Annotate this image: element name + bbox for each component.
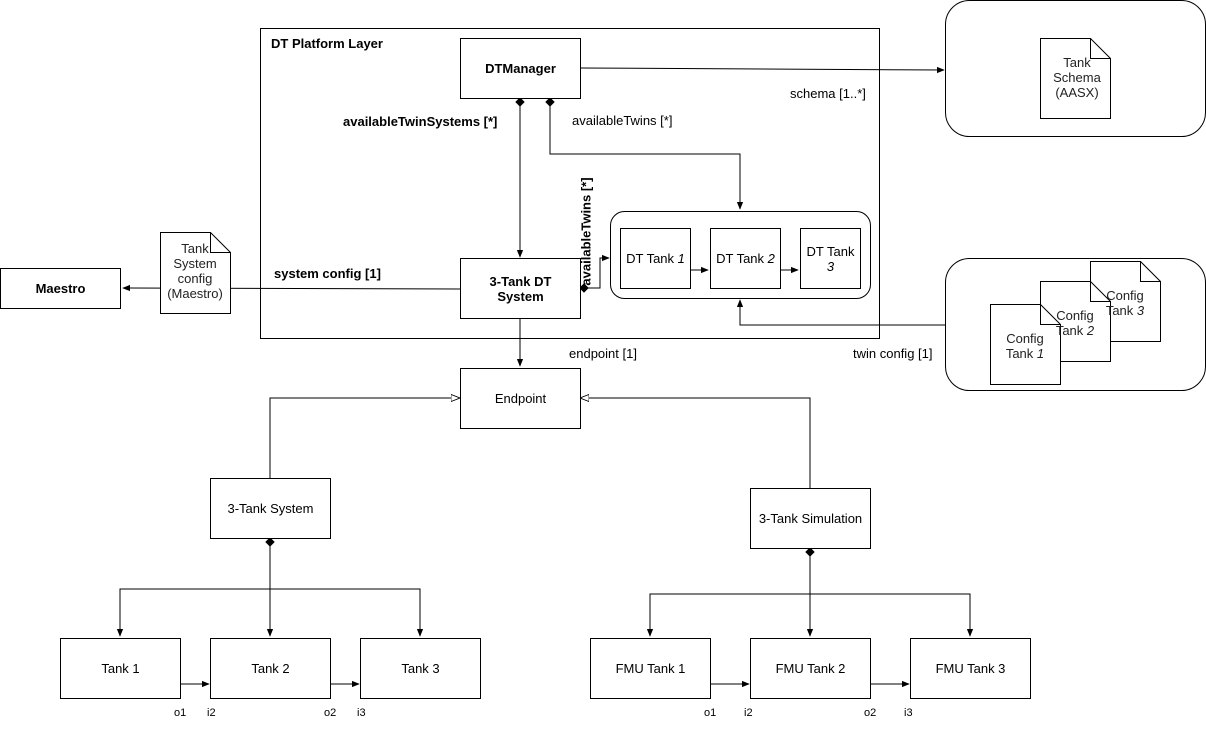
config3-document-fold [1140,261,1161,282]
port-o2-right: o2 [864,707,877,719]
tank-1-label: Tank 1 [101,661,140,676]
dt-tank-1-number: 1 [677,251,685,266]
fmu-tank-3-box[interactable]: FMU Tank 3 [910,638,1031,699]
system-config-document-fold [210,232,231,253]
dtmanager-label: DTManager [485,61,556,76]
fmu-tank-2-label: FMU Tank 2 [775,661,846,676]
diamond-twins [545,97,555,107]
config1-doc-text: Config Tank 1 [992,331,1058,361]
port-o1-right: o1 [704,707,717,719]
tank-1-box[interactable]: Tank 1 [60,638,181,699]
dt-tank-1-box[interactable]: DT Tank 1 [620,228,691,289]
available-twins-edge [549,102,744,210]
tank-simulation-box[interactable]: 3-Tank Simulation [750,488,871,549]
fmu-tank-1-box[interactable]: FMU Tank 1 [590,638,711,699]
available-twin-systems-label: availableTwinSystems [*] [343,114,498,129]
config2-document-fold [1090,281,1111,302]
dtmanager-box[interactable]: DTManager [460,38,581,99]
dt-system-label: 3-Tank DT System [489,273,552,304]
twin-config-label: twin config [1] [853,346,933,361]
config1-number: 1 [1036,346,1045,361]
config2-number: 2 [1086,323,1095,338]
diamond-dt-system [579,283,589,293]
config2-doc-text: Config Tank 2 [1042,308,1108,338]
port-i3-right: i3 [904,707,913,719]
dt-tank-2-number: 2 [767,251,775,266]
config3-label: Config Tank [1105,288,1144,318]
port-o2-left: o2 [324,707,337,719]
fmu-tank-1-label: FMU Tank 1 [615,661,686,676]
platform-frame [260,28,880,339]
maestro-box[interactable]: Maestro [0,268,121,309]
schema-edge [579,66,945,74]
dt-tank-2-label: DT Tank [716,251,765,266]
system-branch [119,588,421,636]
tank-system-box[interactable]: 3-Tank System [210,478,331,539]
schema-doc-text: Tank Schema (AASX) [1053,55,1101,100]
config3-number: 3 [1136,303,1145,318]
fmu-tank-3-label: FMU Tank 3 [935,661,1006,676]
diamond-twin-systems [515,97,525,107]
system-config-doc-text: Tank System config (Maestro) [167,241,223,301]
config2-label: Config Tank [1055,308,1094,338]
twin-config-edge [736,299,945,326]
platform-title: DT Platform Layer [271,36,383,51]
maestro-label: Maestro [35,281,86,296]
diamond-tank-simulation [805,547,815,557]
endpoint-label: Endpoint [494,391,547,406]
endpoint-edge-label: endpoint [1] [569,346,637,361]
dt-tank-3-label: DT Tank [806,243,855,259]
available-twins-vertical-label: availableTwins [*] [578,177,594,286]
config1-document-fold [1040,304,1061,325]
available-twins-vertical-edge [584,254,610,289]
tank-3-label: Tank 3 [401,661,440,676]
tank-2-label: Tank 2 [251,661,290,676]
simulation-generalization-edge [581,398,811,488]
port-i2-left: i2 [207,707,216,719]
dt-system-box[interactable]: 3-Tank DT System [460,258,581,319]
port-o1-left: o1 [174,707,187,719]
dt-tanks-group [610,211,871,299]
dt-tank-3-number: 3 [826,258,835,274]
tank-simulation-label: 3-Tank Simulation [758,511,863,526]
schema-document-fold [1090,38,1111,59]
tank-3-box[interactable]: Tank 3 [360,638,481,699]
simulation-branch [649,593,971,636]
port-i3-left: i3 [357,707,366,719]
fmu-tank-2-box[interactable]: FMU Tank 2 [750,638,871,699]
available-twins-label: availableTwins [*] [572,113,673,128]
system-config-label: system config [1] [274,266,381,281]
dt-tank-2-box[interactable]: DT Tank 2 [710,228,781,289]
port-i2-right: i2 [744,707,753,719]
diamond-tank-system [265,537,275,547]
tank-2-box[interactable]: Tank 2 [210,638,331,699]
tank-system-label: 3-Tank System [227,501,314,516]
config3-doc-text: Config Tank 3 [1092,288,1158,318]
schema-edge-label: schema [1..*] [790,86,866,101]
endpoint-box[interactable]: Endpoint [460,368,581,429]
config1-label: Config Tank [1005,331,1044,361]
dt-tank-1-label: DT Tank [626,251,675,266]
system-generalization-edge [269,398,459,478]
